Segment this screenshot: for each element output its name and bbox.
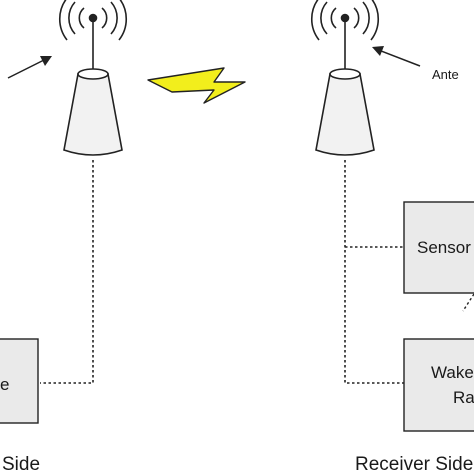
sender-box-label: e [0,375,9,394]
antenna-label: Ante [432,67,459,82]
wake-box [403,338,474,432]
sender-side-label: Side [2,454,40,474]
wake-box-label-1: Wake [431,363,474,382]
sensor-box [403,201,474,294]
wake-box-label-2: Ra [453,388,474,407]
lightning-bolt-icon [147,67,246,104]
dotted-connections [40,160,404,384]
receiver-antenna [310,0,380,156]
receiver-antenna-body [315,73,375,156]
sender-antenna-body [63,73,123,156]
receiver-side-label: Receiver Side [355,454,473,474]
sensor-box-label: Sensor [417,238,471,257]
sender-box [0,338,39,424]
sender-radio-wave-icon [58,0,128,41]
sensor-link-icon [462,293,474,312]
receiver-radio-wave-icon [310,0,380,41]
antenna-arrow-icon [372,46,421,67]
sender-antenna [58,0,128,156]
sender-arrow-icon [7,56,52,79]
